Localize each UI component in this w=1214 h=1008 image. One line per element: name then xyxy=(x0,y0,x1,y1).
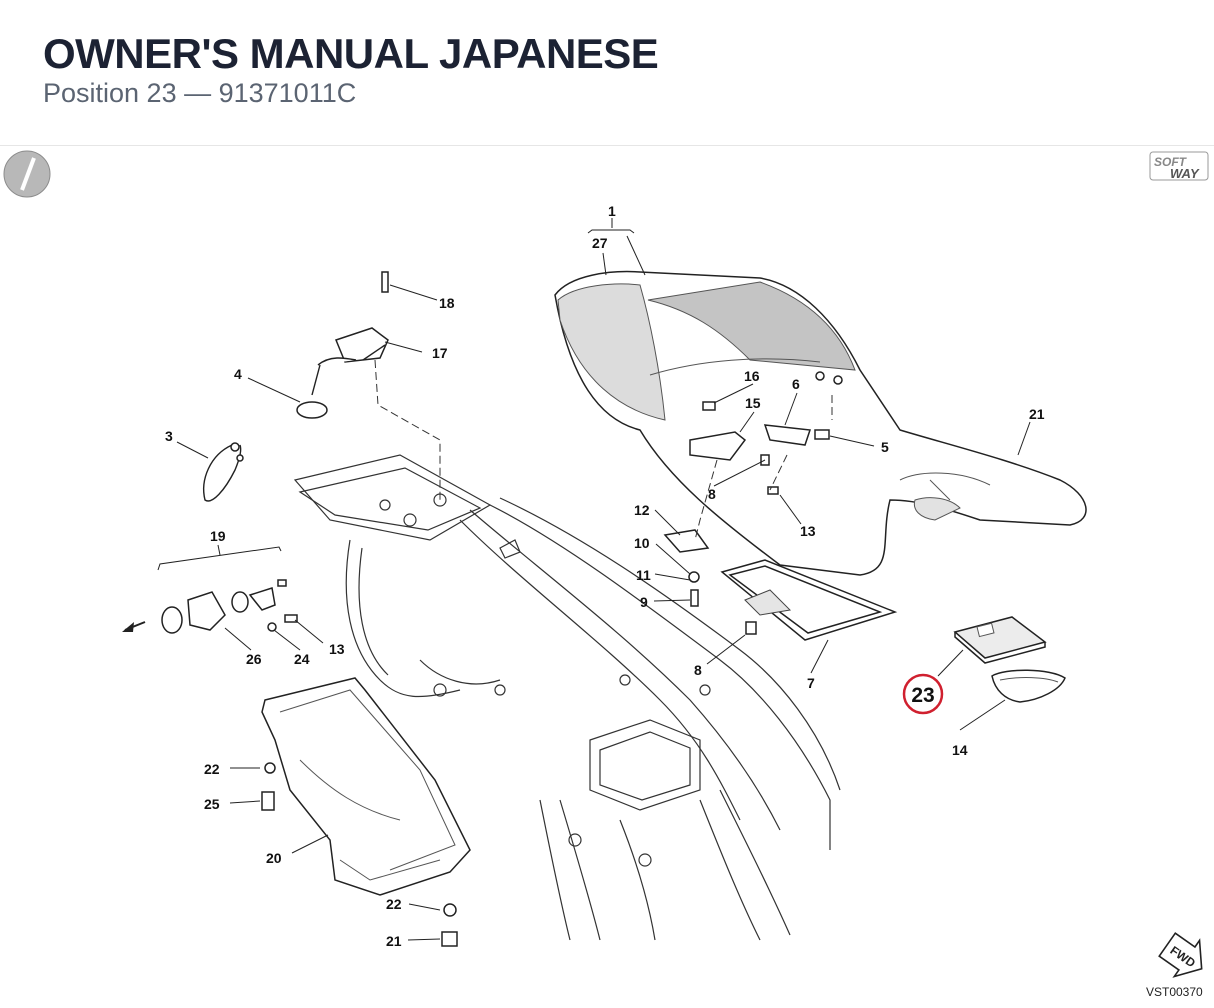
owners-manual-part-23 xyxy=(953,616,1047,664)
part-13a xyxy=(767,486,779,495)
part-4 xyxy=(814,429,830,440)
highlight-ring-icon xyxy=(902,673,944,715)
callout-22-top: 22 xyxy=(204,761,220,777)
callout-4: 5 xyxy=(881,439,889,455)
part-8b xyxy=(745,621,757,635)
callout-12: 12 xyxy=(634,502,650,518)
callout-20: 20 xyxy=(266,850,282,866)
part-24 xyxy=(267,622,277,632)
callout-11: 11 xyxy=(636,567,651,583)
callout-14: 14 xyxy=(952,742,968,758)
callout-27: 27 xyxy=(592,235,608,251)
callout-8-top: 8 xyxy=(708,486,716,502)
part-15 xyxy=(689,431,747,461)
part-22a xyxy=(264,762,276,774)
pouch-part-14 xyxy=(991,669,1066,703)
part-18 xyxy=(381,271,389,293)
part-5 xyxy=(763,424,812,446)
callout-2: 3 xyxy=(165,428,173,444)
callout-16: 16 xyxy=(744,368,760,384)
part-12 xyxy=(663,529,710,553)
fwd-arrow-icon: FWD xyxy=(1158,932,1203,978)
page-title: OWNER'S MANUAL JAPANESE xyxy=(43,30,659,77)
softway-badge: SOFT WAY xyxy=(1149,151,1209,181)
part-11 xyxy=(688,571,700,583)
logo-disc-icon xyxy=(3,150,51,198)
callout-25: 25 xyxy=(204,796,220,812)
seat-cowl-part xyxy=(554,270,1087,576)
callout-18: 18 xyxy=(439,295,455,311)
page-subtitle: Position 23 — 91371011C xyxy=(43,78,357,108)
cable-part-2 xyxy=(203,442,244,502)
page-header: OWNER'S MANUAL JAPANESE Position 23 — 91… xyxy=(0,0,1214,146)
part-9 xyxy=(690,589,699,607)
callout-21: 21 xyxy=(386,933,402,949)
callout-labels: 1 27 21 6 16 15 5 8 13 12 10 11 9 8 7 14… xyxy=(165,203,1045,949)
lock-parts-19 xyxy=(122,579,298,634)
leader-lines xyxy=(157,218,1031,941)
callout-7: 7 xyxy=(807,675,815,691)
small-parts-9-12 xyxy=(663,529,757,635)
callout-22-bottom: 22 xyxy=(386,896,402,912)
seat-lock-assembly xyxy=(296,271,389,419)
part-26 xyxy=(187,591,226,631)
part-25 xyxy=(261,791,275,811)
drawing-code: VST00370 xyxy=(1146,985,1203,999)
callout-5: 6 xyxy=(792,376,800,392)
part-16 xyxy=(702,401,716,411)
callout-19: 19 xyxy=(210,528,226,544)
tray-part-7 xyxy=(720,559,898,641)
callout-17: 17 xyxy=(432,345,448,361)
part-22b xyxy=(443,903,457,917)
undertray-part-20 xyxy=(261,677,471,947)
diagram-svg: SOFT WAY xyxy=(3,150,1209,999)
part-17 xyxy=(335,327,389,363)
callout-10: 10 xyxy=(634,535,650,551)
callout-13-right: 13 xyxy=(800,523,816,539)
softway-line2: WAY xyxy=(1170,166,1200,181)
callout-23: 23 xyxy=(911,684,934,707)
highlighted-callout-23[interactable]: 23 xyxy=(902,673,944,715)
callout-3: 4 xyxy=(234,366,242,382)
softway-line1: SOFT xyxy=(1154,155,1188,169)
part-3 xyxy=(296,401,328,419)
callout-1: 1 xyxy=(608,203,616,219)
rear-subframe xyxy=(293,454,841,941)
callout-6: 21 xyxy=(1029,406,1045,422)
callout-26: 26 xyxy=(246,651,262,667)
exploded-parts-diagram: SOFT WAY xyxy=(0,147,1214,1003)
callout-13-left: 13 xyxy=(329,641,345,657)
seat-small-parts xyxy=(689,371,843,495)
part-13b xyxy=(284,614,298,623)
part-21 xyxy=(441,931,458,947)
part-19a xyxy=(161,606,183,634)
callout-9: 9 xyxy=(640,594,648,610)
callout-24: 24 xyxy=(294,651,310,667)
callout-15: 15 xyxy=(745,395,761,411)
callout-8-bottom: 8 xyxy=(694,662,702,678)
assembly-guide-lines xyxy=(374,359,833,541)
